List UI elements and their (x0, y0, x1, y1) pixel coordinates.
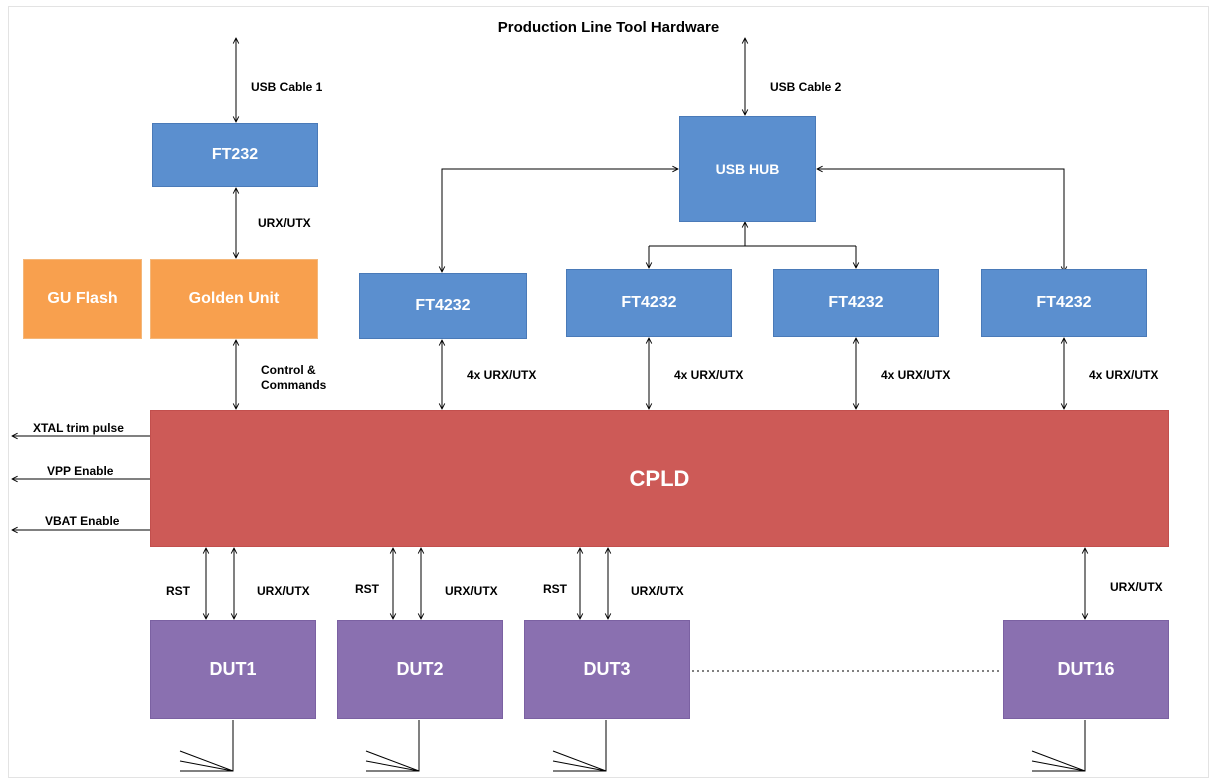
golden-unit-box: Golden Unit (150, 259, 318, 339)
cpld-box: CPLD (150, 410, 1169, 547)
usb-cable-2-label: USB Cable 2 (770, 80, 842, 94)
dut2-uart-label: URX/UTX (445, 584, 498, 598)
vpp-enable-label: VPP Enable (47, 464, 114, 478)
dut1-uart-label: URX/UTX (257, 584, 310, 598)
dut1-box: DUT1 (150, 620, 316, 719)
dut16-uart-label: URX/UTX (1110, 580, 1163, 594)
control-commands-label-1: Control & (261, 363, 316, 377)
ft4232-1-box: FT4232 (359, 273, 527, 339)
ft4232-1-uart-label: 4x URX/UTX (467, 368, 537, 382)
dut3-uart-label: URX/UTX (631, 584, 684, 598)
dut2-rst-label: RST (355, 582, 379, 596)
gu-flash-box: GU Flash (23, 259, 142, 339)
hub-ft4232-4-line (817, 169, 1064, 272)
diagram-title: Production Line Tool Hardware (497, 19, 720, 36)
ft4232-4-box: FT4232 (981, 269, 1147, 337)
diagram-frame (8, 6, 1209, 778)
vbat-enable-label: VBAT Enable (45, 514, 120, 528)
ft4232-3-box: FT4232 (773, 269, 939, 337)
dut1-probe (179, 720, 234, 772)
ft4232-2-box: FT4232 (566, 269, 732, 337)
dut16-box: DUT16 (1003, 620, 1169, 719)
dut2-box: DUT2 (337, 620, 503, 719)
dut3-probe (552, 720, 607, 772)
dut2-probe (365, 720, 420, 772)
usb-hub-box: USB HUB (679, 116, 816, 222)
dut3-box: DUT3 (524, 620, 690, 719)
ft232-box: FT232 (152, 123, 318, 187)
xtal-trim-label: XTAL trim pulse (33, 421, 124, 435)
dut16-probe (1031, 720, 1086, 772)
ft4232-2-uart-label: 4x URX/UTX (674, 368, 744, 382)
dut3-rst-label: RST (543, 582, 567, 596)
dut1-rst-label: RST (166, 584, 190, 598)
ft232-uart-label: URX/UTX (258, 216, 311, 230)
control-commands-label-2: Commands (261, 378, 327, 392)
ft4232-3-uart-label: 4x URX/UTX (881, 368, 951, 382)
hub-ft4232-1-line (442, 169, 678, 272)
usb-cable-1-label: USB Cable 1 (251, 80, 323, 94)
ft4232-4-uart-label: 4x URX/UTX (1089, 368, 1159, 382)
